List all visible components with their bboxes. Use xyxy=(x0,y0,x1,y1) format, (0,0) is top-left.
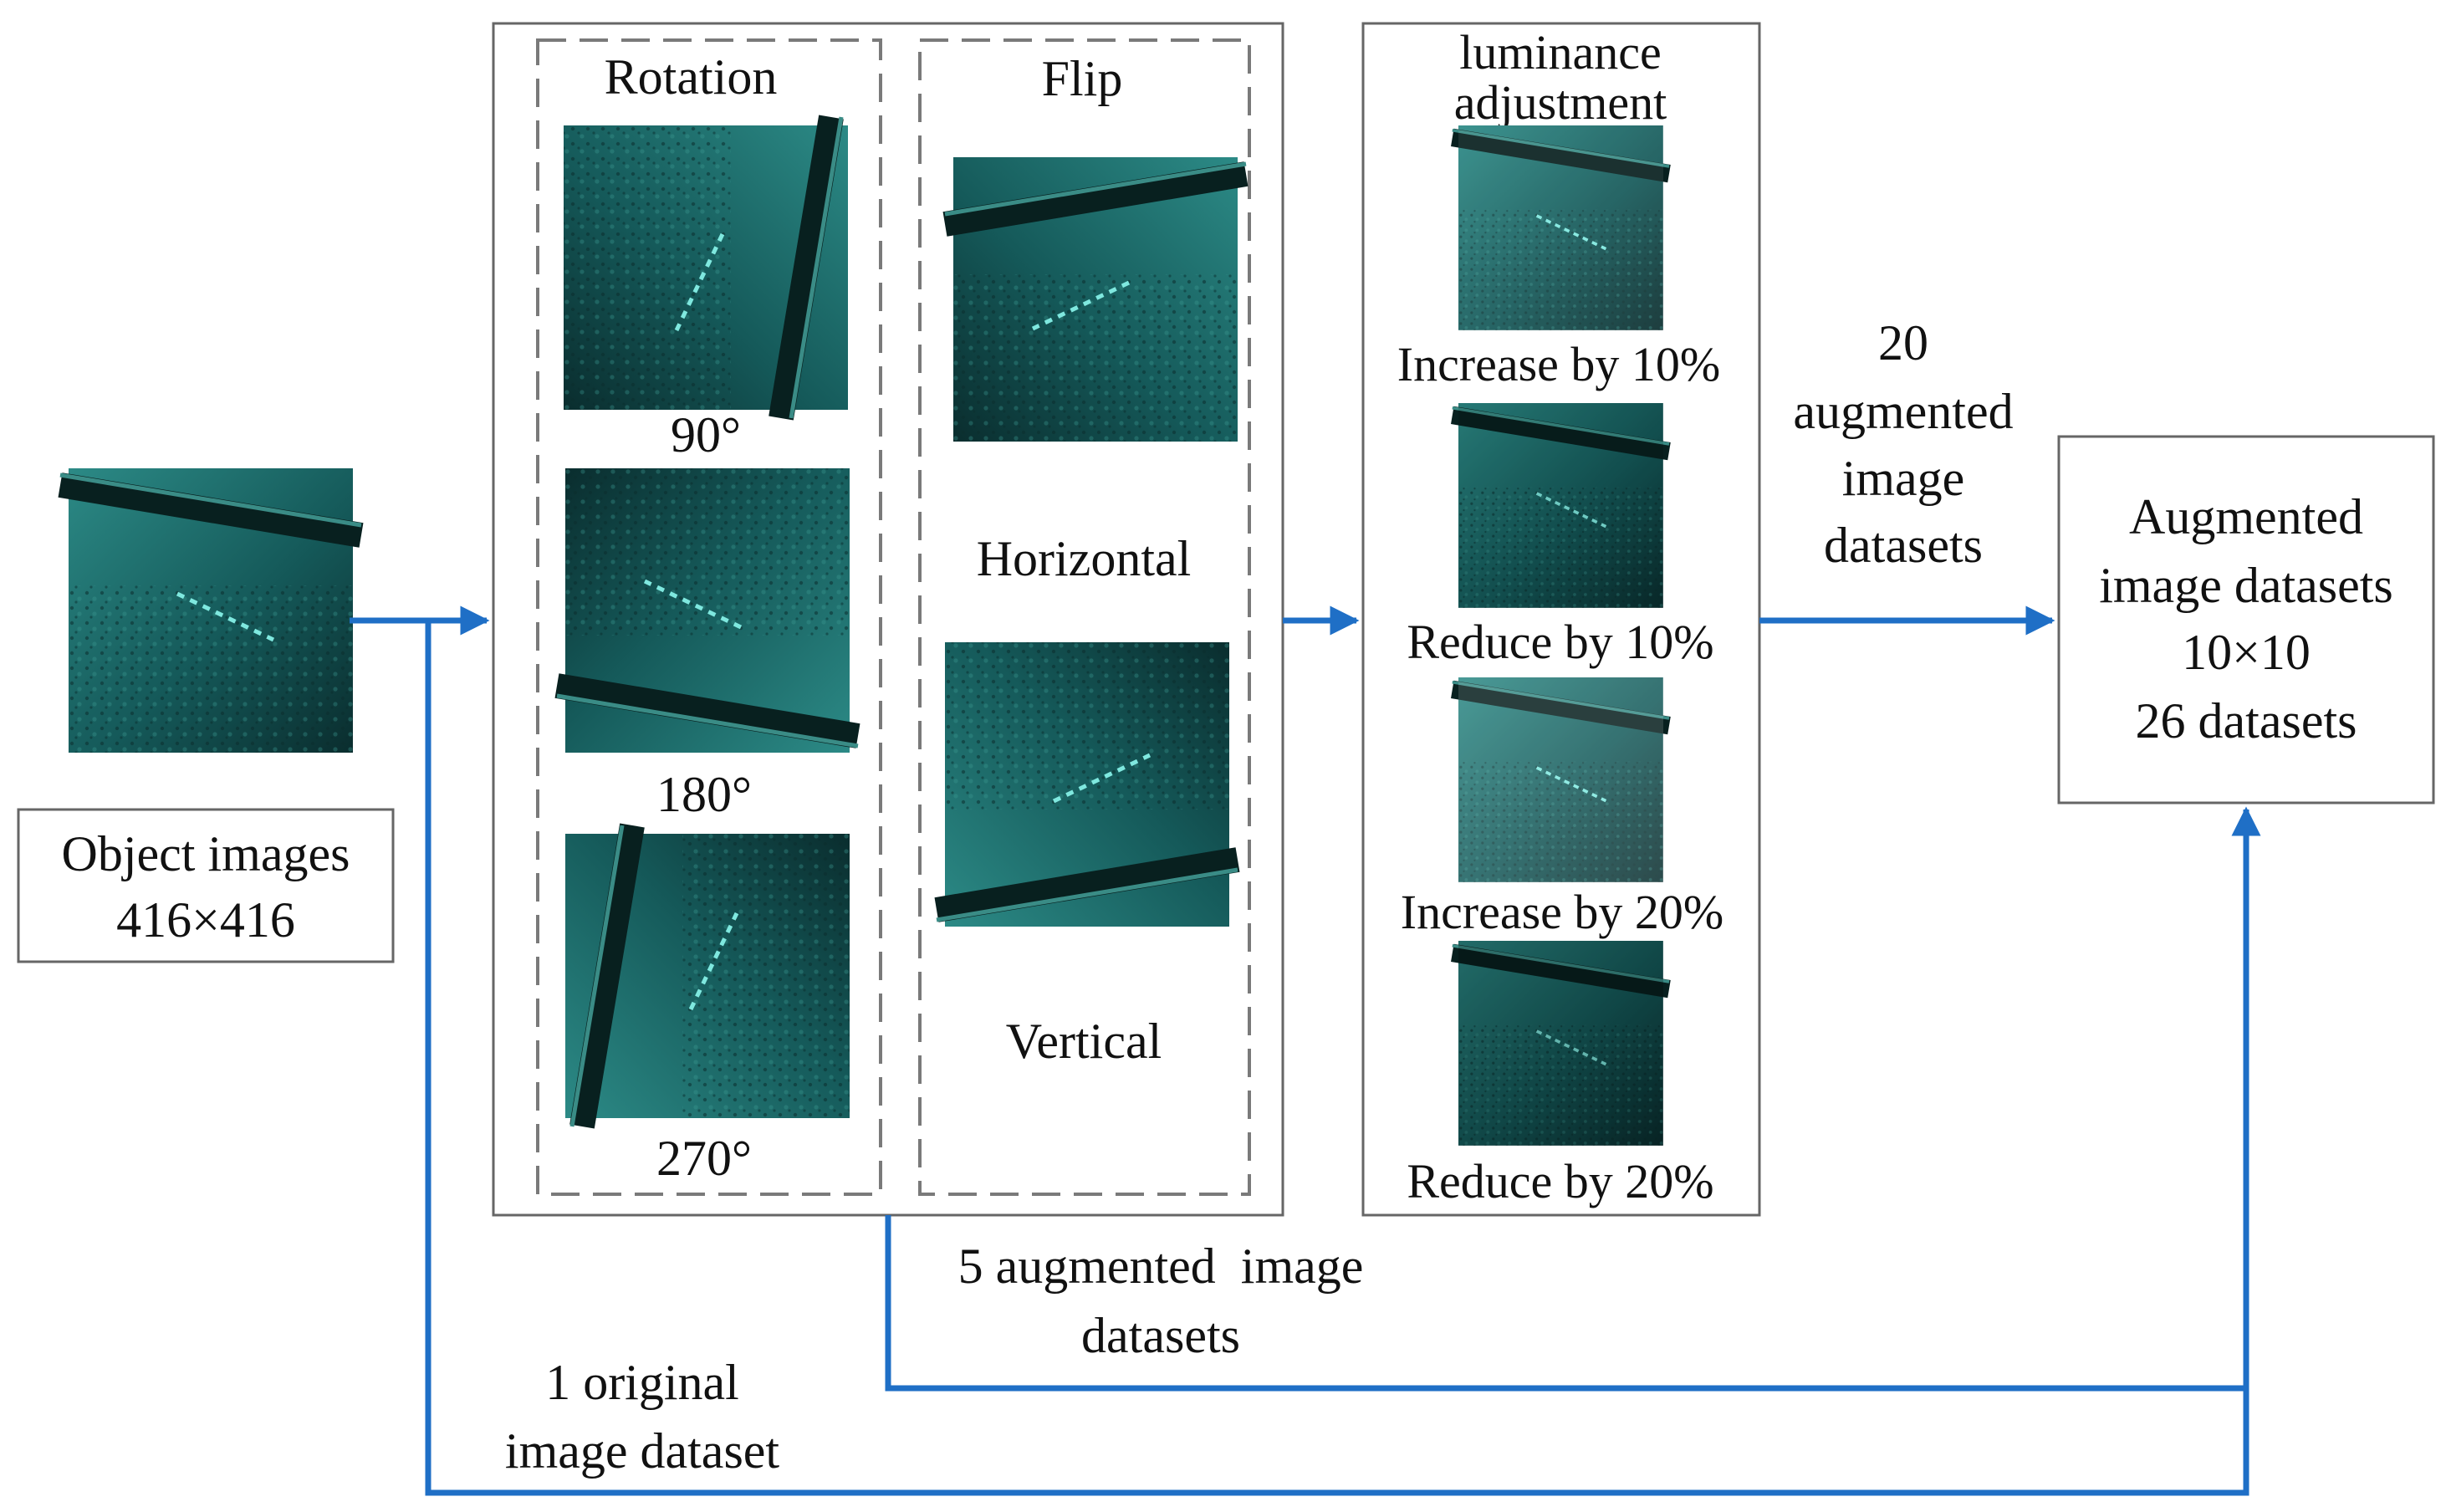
result-line3: 10×10 xyxy=(2182,625,2311,680)
luminance-label-reduce-10: Reduce by 10% xyxy=(1407,615,1713,669)
original-output-line1: 1 original xyxy=(545,1355,739,1410)
source-photo xyxy=(60,468,361,753)
rotation-title: Rotation xyxy=(605,49,778,105)
arrow-original-to-result xyxy=(425,621,2261,1496)
result-line1: Augmented xyxy=(2129,489,2363,544)
arrow-geometric-to-result xyxy=(885,1215,2246,1392)
luminance-reduce-20-photo xyxy=(1453,941,1669,1146)
flip-horizontal-photo xyxy=(945,157,1246,442)
flip-group-box xyxy=(918,38,1251,1196)
flip-label-horizontal: Horizontal xyxy=(977,531,1192,586)
original-output-line2: image dataset xyxy=(505,1423,780,1479)
luminance-title-line1: luminance xyxy=(1459,25,1662,79)
luminance-label-increase-20: Increase by 20% xyxy=(1401,885,1724,939)
rotation-label-90: 90° xyxy=(671,407,741,462)
rotation-90-photo xyxy=(564,117,848,418)
source-label-line1: Object images xyxy=(62,826,350,881)
rotation-group-box xyxy=(536,38,882,1196)
flip-title: Flip xyxy=(1042,51,1123,106)
luminance-output-line3: image xyxy=(1842,451,1965,506)
rotation-label-270: 270° xyxy=(656,1131,752,1186)
rotation-180-photo xyxy=(557,468,858,753)
luminance-increase-10-photo xyxy=(1453,125,1669,330)
luminance-reduce-10-photo xyxy=(1453,403,1669,608)
luminance-increase-20-photo xyxy=(1453,677,1669,882)
geometric-output-line1: 5 augmented image xyxy=(958,1239,1364,1294)
rotation-label-180: 180° xyxy=(656,767,752,822)
source-label-box xyxy=(17,808,395,963)
result-line4: 26 datasets xyxy=(2136,693,2357,748)
result-box xyxy=(2057,435,2435,805)
flip-vertical-photo xyxy=(937,642,1238,927)
luminance-label-increase-10: Increase by 10% xyxy=(1397,337,1721,391)
luminance-output-line2: augmented xyxy=(1793,384,2013,439)
flip-label-vertical: Vertical xyxy=(1006,1014,1162,1069)
rotation-270-photo xyxy=(565,825,850,1126)
luminance-output-line4: datasets xyxy=(1824,518,1983,573)
result-line2: image datasets xyxy=(2099,558,2393,613)
source-label-line2: 416×416 xyxy=(116,892,295,948)
luminance-output-line1: 20 xyxy=(1878,315,1928,370)
luminance-title-line2: adjustment xyxy=(1454,75,1667,130)
luminance-label-reduce-20: Reduce by 20% xyxy=(1407,1154,1713,1208)
geometric-output-line2: datasets xyxy=(1081,1308,1240,1363)
